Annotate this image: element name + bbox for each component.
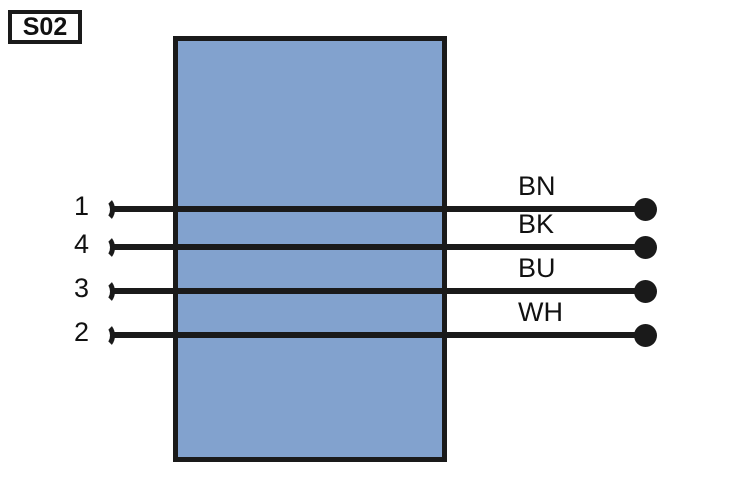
wire-WH — [110, 332, 642, 338]
pin-number-2: 2 — [73, 317, 89, 347]
wire-label-BN: BN — [518, 171, 556, 201]
identifier-box: S02 — [8, 10, 82, 44]
identifier-label: S02 — [22, 12, 68, 41]
terminal-dot-BU — [634, 280, 657, 303]
wire-label-BK: BK — [518, 209, 555, 239]
terminal-dot-BN — [634, 198, 657, 221]
wire-BK — [110, 244, 642, 250]
pin-number-3: 3 — [73, 273, 89, 303]
wire-BU — [110, 288, 642, 294]
terminal-dot-WH — [634, 324, 657, 347]
wire-label-WH: WH — [518, 297, 563, 327]
wire-BN — [110, 206, 642, 212]
wire-label-BU: BU — [518, 253, 556, 283]
terminal-dot-BK — [634, 236, 657, 259]
pin-number-4: 4 — [73, 229, 89, 259]
pin-number-1: 1 — [73, 191, 89, 221]
